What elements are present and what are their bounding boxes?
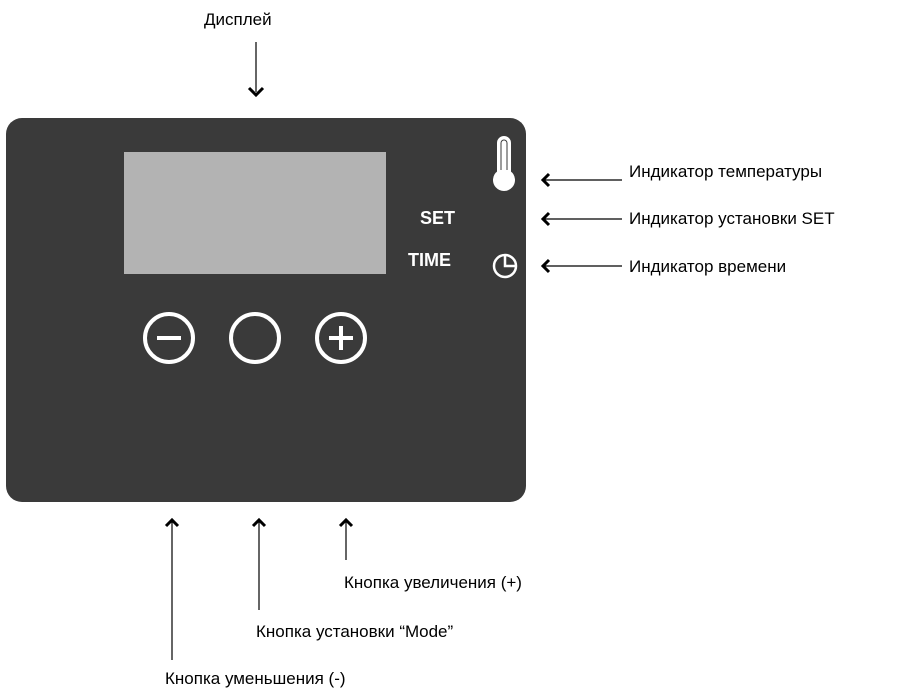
plus-button-label: Кнопка увеличения (+): [344, 573, 522, 592]
time-indicator-arrow: [540, 258, 622, 274]
mode-button-arrow: [251, 517, 267, 610]
control-panel: SET TIME: [6, 118, 526, 502]
display-arrow: [247, 42, 265, 98]
time-indicator-text: TIME: [408, 250, 451, 270]
thermometer-icon: [493, 136, 515, 191]
mode-button-label: Кнопка установки “Mode”: [256, 622, 454, 641]
mode-button[interactable]: [229, 312, 281, 364]
time-indicator-label: Индикатор времени: [629, 257, 787, 276]
display-label: Дисплей: [204, 10, 272, 29]
minus-button-arrow: [164, 517, 180, 660]
set-indicator-text: SET: [420, 208, 456, 228]
clock-icon: [492, 253, 518, 279]
temp-indicator-label: Индикатор температуры: [629, 162, 823, 181]
set-indicator-label: Индикатор установки SET: [629, 209, 835, 228]
temp-indicator-arrow: [540, 172, 622, 188]
mode-circle-icon: [229, 312, 281, 364]
plus-circle-icon: [329, 326, 353, 350]
display-screen: [124, 152, 386, 274]
plus-button[interactable]: [315, 312, 367, 364]
minus-button[interactable]: [143, 312, 195, 364]
plus-button-arrow: [338, 517, 354, 560]
set-indicator-arrow: [540, 211, 622, 227]
minus-button-label: Кнопка уменьшения (-): [165, 669, 346, 688]
